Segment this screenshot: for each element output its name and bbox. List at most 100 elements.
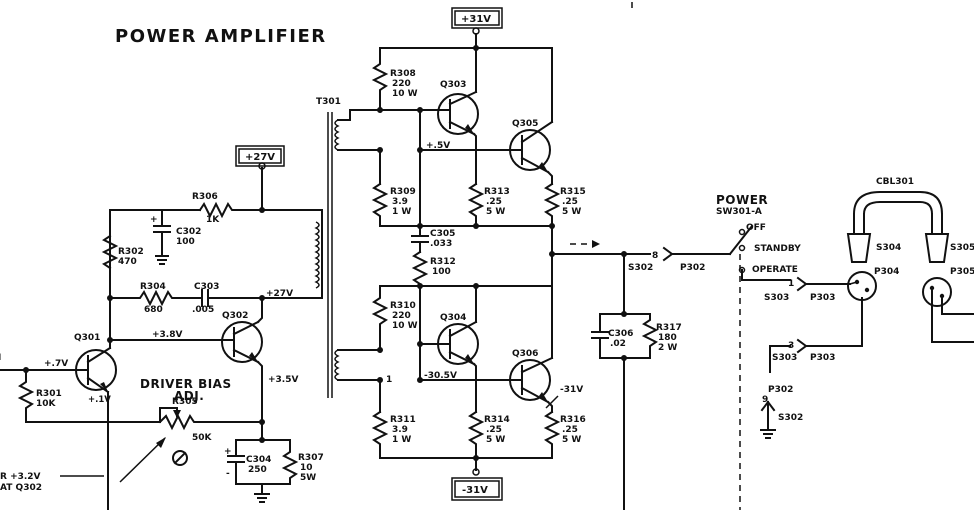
r315-value: .25	[562, 197, 578, 207]
s303-label-a: S303	[764, 293, 789, 303]
s303-label-b: S303	[772, 353, 797, 363]
driver-bias-title: DRIVER BIAS	[140, 377, 232, 391]
q303-emitter-voltage: +.5V	[426, 141, 450, 151]
q306-label: Q306	[512, 349, 538, 359]
p302-label-top: P302	[680, 263, 705, 273]
r310-power: 10 W	[392, 321, 418, 331]
r309-resistor	[371, 182, 389, 227]
c306-capacitor	[591, 313, 651, 359]
r316-ref: R316	[560, 415, 586, 425]
r301-resistor	[17, 367, 161, 423]
r302-value: 470	[118, 257, 137, 267]
r310-ref: R310	[390, 301, 416, 311]
note-line1: R +3.2V	[0, 472, 41, 482]
r316-value: .25	[562, 425, 578, 435]
cbl301-label: CBL301	[876, 177, 914, 187]
c303-ref: C303	[194, 282, 219, 292]
r307-ref: R307	[298, 453, 324, 463]
c305-ref: C305	[430, 229, 455, 239]
c304-ref: C304	[246, 455, 271, 465]
r317-value: 180	[658, 333, 677, 343]
q301-base-voltage: +.7V	[44, 359, 68, 369]
p305-label: P305	[950, 267, 974, 277]
q303-transistor	[419, 47, 479, 185]
q301-emitter-voltage: +.1V	[88, 395, 111, 405]
r314-ref: R314	[484, 415, 510, 425]
s305-label: S305	[950, 243, 974, 253]
r307-resistor	[281, 439, 299, 485]
s302-label-bottom: S302	[778, 413, 803, 423]
p305-connector	[922, 277, 974, 343]
svg-text:+: +	[150, 215, 158, 225]
r307-value: 10	[300, 463, 313, 473]
c306-ref: C306	[608, 329, 633, 339]
pin8-label: 8	[652, 251, 658, 261]
r308-power: 10 W	[392, 89, 418, 99]
q301-transistor	[75, 339, 117, 421]
r306-resistor	[198, 201, 321, 219]
r312-resistor	[411, 250, 429, 287]
c305-value: .033	[430, 239, 452, 249]
r307-power: 5W	[300, 473, 316, 483]
power-switch-ref: SW301-A	[716, 207, 762, 217]
q304-emitter-voltage: -30.5V	[424, 371, 457, 381]
r315-resistor	[543, 182, 561, 227]
q305-transistor	[509, 120, 554, 185]
q302-transistor	[219, 297, 263, 441]
r309-value: 3.9	[392, 197, 408, 207]
q305-label: Q305	[512, 119, 538, 129]
s304-plug	[846, 191, 944, 263]
power-switch-title: POWER	[716, 193, 768, 207]
r314-value: .25	[486, 425, 502, 435]
r306-ref: R306	[192, 192, 218, 202]
r314-power: 5 W	[486, 435, 505, 445]
q304-label: Q304	[440, 313, 466, 323]
r310-value: 220	[392, 311, 411, 321]
q304-transistor	[419, 285, 479, 413]
r306-value: 1K	[206, 215, 220, 225]
r311-value: 3.9	[392, 425, 408, 435]
p303-label-a: P303	[810, 293, 835, 303]
p302-label-bottom: P302	[768, 385, 793, 395]
r302-ref: R302	[118, 247, 144, 257]
input-line: I	[0, 353, 79, 371]
svg-text:+31V: +31V	[461, 14, 491, 25]
q306-transistor	[509, 356, 554, 413]
r313-resistor	[467, 182, 485, 227]
r316-resistor	[543, 410, 561, 459]
driver-bias-adj: ADJ.	[174, 389, 204, 403]
q306-emitter-voltage: -31V	[560, 385, 583, 395]
r304-value: 680	[144, 305, 163, 315]
q302-base-voltage: +3.8V	[152, 330, 182, 340]
c303-capacitor	[195, 289, 263, 307]
r311-resistor	[371, 410, 389, 459]
r313-value: .25	[486, 197, 502, 207]
r315-ref: R315	[560, 187, 586, 197]
r311-ref: R311	[390, 415, 416, 425]
r308-value: 220	[392, 79, 411, 89]
t301-transformer	[314, 109, 421, 398]
adjust-screw-icon	[119, 437, 188, 483]
r317-ref: R317	[656, 323, 682, 333]
rail-27v-box: +27V	[235, 145, 285, 167]
r305-ref: R305	[172, 397, 198, 407]
c304-value: 250	[248, 465, 267, 475]
rail-minus31v-box: -31V	[451, 477, 503, 501]
q303-label: Q303	[440, 80, 466, 90]
r312-value: 100	[432, 267, 451, 277]
p304-label: P304	[874, 267, 899, 277]
pin3-label: 3	[788, 341, 794, 351]
p303-label-b: P303	[810, 353, 835, 363]
rail-plus31v-box: +31V	[451, 7, 503, 29]
r304-resistor	[109, 289, 197, 307]
switch-standby-label: STANDBY	[754, 244, 801, 254]
power-switch	[728, 224, 791, 510]
t301-label: T301	[316, 97, 341, 107]
q302-label: Q302	[222, 311, 248, 321]
r301-value: 10K	[36, 399, 57, 409]
r308-ref: R308	[390, 69, 416, 79]
r301-ref: R301	[36, 389, 62, 399]
s302-label-top: S302	[628, 263, 653, 273]
r316-power: 5 W	[562, 435, 581, 445]
